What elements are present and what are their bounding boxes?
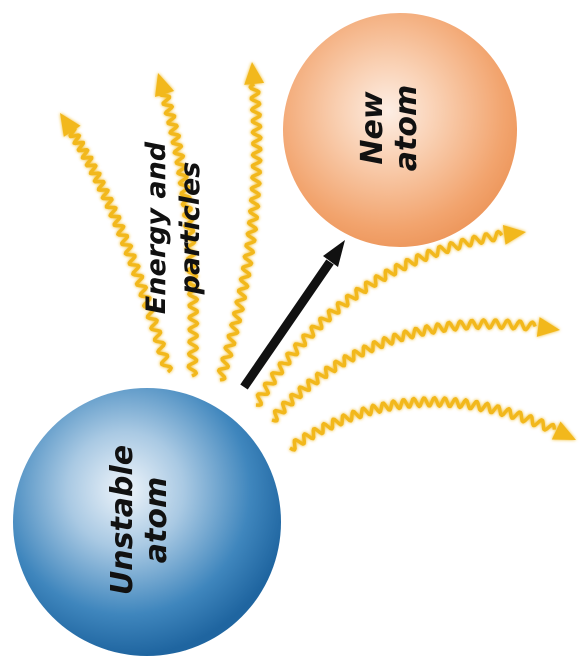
new-atom-label-line1: New (355, 91, 390, 164)
emission-arrowhead-2 (155, 73, 174, 97)
unstable-atom-label-line1: Unstable (105, 445, 140, 595)
emission-ray-3 (219, 84, 261, 380)
new-atom-label-line2: atom (389, 85, 424, 171)
emission-ray-6 (290, 398, 554, 450)
emission-arrowhead-5 (537, 317, 560, 337)
emission-arrowhead-3 (244, 62, 264, 85)
emission-arrowhead-4 (503, 225, 526, 245)
decay-arrow-shaft (244, 262, 330, 387)
unstable-atom-label-line2: atom (139, 477, 174, 563)
emission-arrowhead-6 (552, 422, 576, 441)
emission-label-line2: particles (175, 162, 206, 296)
emission-label-line1: Energy and (141, 141, 172, 314)
